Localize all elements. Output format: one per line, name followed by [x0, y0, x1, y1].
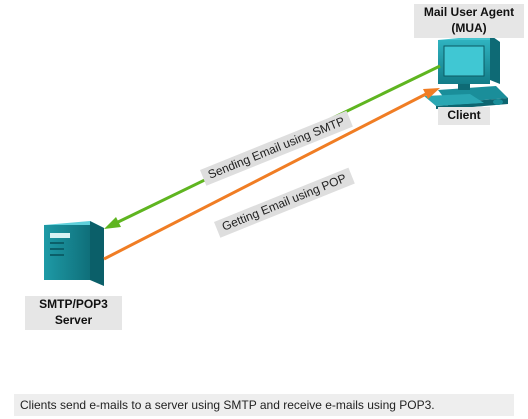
tower-server-icon — [44, 221, 104, 286]
desktop-computer-icon — [424, 35, 508, 109]
diagram-caption: Clients send e-mails to a server using S… — [14, 394, 514, 416]
client-title-line1: Mail User Agent — [423, 5, 515, 19]
server-label-line1: SMTP/POP3 — [39, 297, 108, 311]
pop-arrow — [103, 88, 440, 261]
client-title-line2: (MUA) — [451, 21, 487, 35]
server-label-line2: Server — [54, 313, 93, 327]
server-label: SMTP/POP3 Server — [25, 296, 122, 330]
client-label: Client — [438, 107, 490, 125]
client-title-label: Mail User Agent (MUA) — [414, 4, 524, 38]
